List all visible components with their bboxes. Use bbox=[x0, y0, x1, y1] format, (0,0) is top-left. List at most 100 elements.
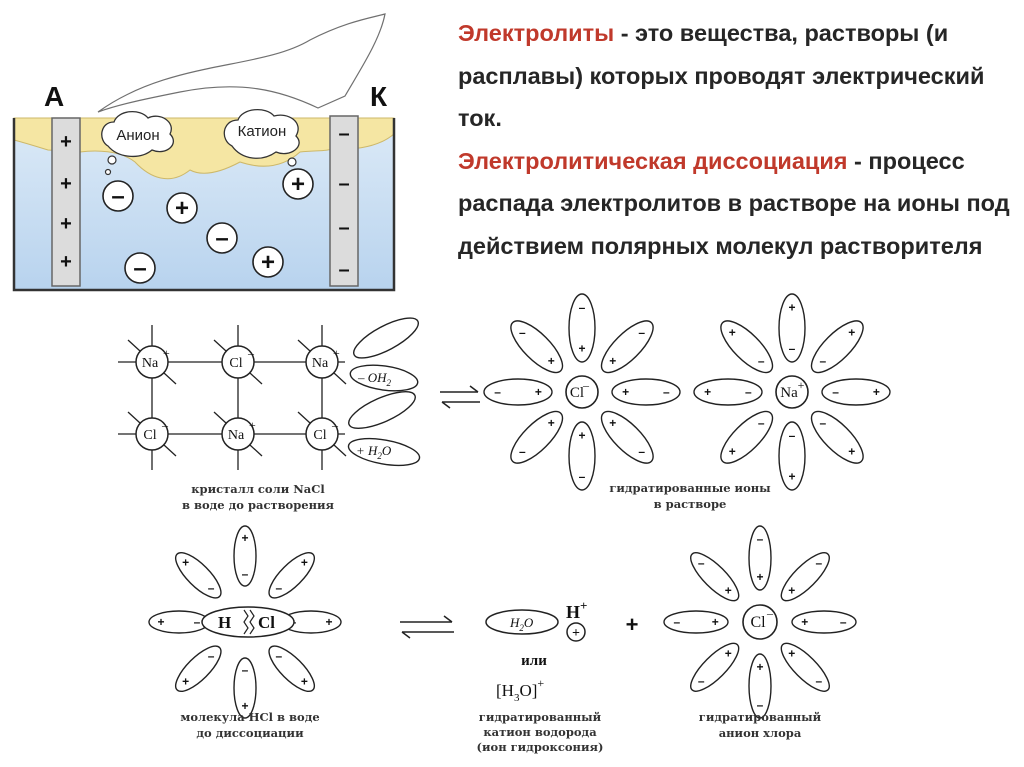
cation-cloud-tail bbox=[287, 157, 297, 167]
ion-sign: – bbox=[215, 225, 228, 252]
water-dipole bbox=[568, 293, 596, 363]
water-dipole bbox=[690, 552, 740, 602]
caption-anion-line2: анион хлора bbox=[719, 726, 802, 740]
equilibrium-arrows bbox=[400, 615, 454, 639]
water-dipole bbox=[268, 645, 315, 692]
dipole-inner-sign: + bbox=[725, 647, 732, 661]
anode-sign: + bbox=[60, 251, 72, 273]
dipole-inner-sign: – bbox=[832, 385, 839, 399]
dipole-outer-sign: + bbox=[704, 385, 711, 399]
dipole-inner-sign: – bbox=[758, 354, 765, 368]
bond-break-mark bbox=[243, 609, 249, 635]
dipole-inner-sign: + bbox=[609, 354, 616, 368]
na-ion bbox=[305, 345, 339, 379]
charge-sign: – bbox=[582, 378, 590, 392]
hydrated-cl-ion: +–+–+–+–+–+–+–+– bbox=[483, 293, 681, 491]
caption-hcl-line1: молекула HCl в воде bbox=[180, 710, 319, 724]
hydrated-chloride-anion: +–+–+–+–+–+–+–+– bbox=[663, 525, 857, 719]
cation-cloud bbox=[223, 109, 300, 159]
dipole-outer-sign: – bbox=[757, 532, 764, 546]
water-dipole bbox=[611, 378, 681, 406]
dipole-outer-sign: – bbox=[698, 556, 705, 570]
water-dipole bbox=[720, 410, 774, 464]
water-dipole bbox=[693, 378, 763, 406]
water-dipole bbox=[353, 317, 419, 359]
water-dipole bbox=[347, 437, 421, 467]
arrow-forward bbox=[440, 385, 479, 393]
caption-cation-line3: (ион гидроксония) bbox=[477, 740, 604, 754]
dipole-outer-sign: – bbox=[673, 615, 680, 629]
cathode-label: К bbox=[370, 81, 388, 112]
dipole-inner-sign: – bbox=[276, 581, 283, 595]
hcl-molecule bbox=[201, 606, 295, 638]
h-symbol: H bbox=[218, 613, 231, 632]
water-dipole bbox=[791, 610, 857, 634]
cathode-sign: – bbox=[338, 217, 349, 239]
dipole-outer-sign: – bbox=[815, 674, 822, 688]
hcl-hydrated-molecule: –+–+–+–+–+–+–+–+ bbox=[148, 525, 342, 719]
proton-circle bbox=[566, 622, 586, 642]
ion-sign: – bbox=[133, 255, 146, 282]
dipole-outer-sign: – bbox=[519, 325, 526, 339]
anode-label: А bbox=[44, 81, 64, 112]
water-dipole bbox=[810, 320, 864, 374]
dipole-outer-sign: – bbox=[840, 615, 847, 629]
term-electrolytes: Электролиты bbox=[458, 20, 615, 46]
dipole-inner-sign: + bbox=[756, 660, 763, 674]
water-dipole bbox=[778, 293, 806, 363]
dipole-inner-sign: – bbox=[758, 416, 765, 430]
caption-crystal-line1: кристалл соли NaCl bbox=[191, 482, 325, 496]
anion-cloud-tail bbox=[104, 168, 112, 176]
anode-sign: + bbox=[60, 131, 72, 153]
water-dipole bbox=[175, 645, 222, 692]
cl-ion bbox=[135, 417, 169, 451]
cl-ion bbox=[221, 345, 255, 379]
h2o-label: H2O bbox=[509, 615, 534, 633]
cl-symbol: Cl bbox=[258, 613, 275, 632]
water-dipole bbox=[485, 609, 559, 635]
na-symbol: Na bbox=[142, 356, 159, 371]
cathode-sign: – bbox=[338, 123, 349, 145]
dipole-outer-sign: – bbox=[638, 445, 645, 459]
cl-symbol: Cl bbox=[313, 428, 326, 443]
caption-hydrated-line2: в растворе bbox=[654, 497, 727, 511]
proton-sign: + bbox=[572, 626, 580, 641]
dipole-inner-sign: + bbox=[578, 429, 585, 443]
arrow-backward bbox=[441, 401, 480, 409]
cation-circle bbox=[252, 246, 284, 278]
caption-cation-line1: гидратированный bbox=[479, 710, 602, 724]
water-dipole bbox=[233, 525, 257, 587]
charge-sign: – bbox=[766, 606, 774, 620]
hydrated-na-ion: –+–+–+–+–+–+–+–+ bbox=[693, 293, 891, 491]
dipole-outer-sign: – bbox=[698, 674, 705, 688]
charge-sign: – bbox=[161, 418, 169, 432]
na-ion bbox=[221, 417, 255, 451]
anion-label: Анион bbox=[116, 127, 159, 144]
water-dipole bbox=[748, 525, 772, 591]
dipole-outer-sign: + bbox=[301, 674, 308, 688]
water-dipole bbox=[233, 657, 257, 719]
charge-sign: + bbox=[333, 346, 340, 360]
dipole-inner-sign: – bbox=[208, 649, 215, 663]
na-symbol: Na bbox=[228, 428, 245, 443]
water-dipole bbox=[748, 653, 772, 719]
caption-crystal-line2: в воде до растворения bbox=[182, 498, 335, 512]
anode-sign: + bbox=[60, 173, 72, 195]
dipole-outer-sign: – bbox=[579, 469, 586, 483]
charge-sign: – bbox=[331, 418, 339, 432]
anode-electrode bbox=[51, 117, 81, 287]
dipole-inner-sign: – bbox=[242, 663, 249, 677]
cation-circle bbox=[282, 168, 314, 200]
water-dipole bbox=[568, 421, 596, 491]
dipole-outer-sign: – bbox=[494, 385, 501, 399]
dipole-inner-sign: – bbox=[745, 385, 752, 399]
dipole-inner-sign: – bbox=[276, 649, 283, 663]
ion-sign: + bbox=[261, 249, 275, 276]
na-symbol: Na bbox=[780, 385, 798, 401]
arrow-backward bbox=[401, 631, 454, 639]
ion-sign: – bbox=[111, 183, 124, 210]
dipole-outer-sign: + bbox=[301, 556, 308, 570]
dipole-outer-sign: + bbox=[788, 301, 795, 315]
oh2-label: – OH2 bbox=[357, 370, 392, 388]
